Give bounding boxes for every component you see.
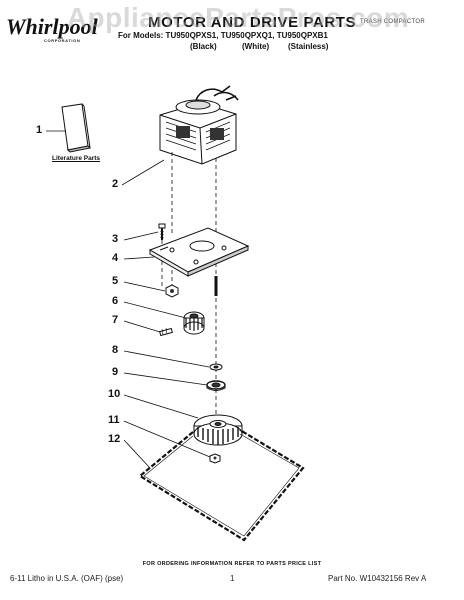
callout-11: 11 bbox=[108, 414, 120, 426]
callout-12: 12 bbox=[108, 433, 121, 445]
callout-8: 8 bbox=[112, 344, 119, 356]
page-title: MOTOR AND DRIVE PARTS bbox=[148, 14, 357, 31]
page-number: 1 bbox=[230, 574, 235, 583]
callout-9: 9 bbox=[112, 366, 119, 378]
callout-5: 5 bbox=[112, 275, 119, 287]
mounting-plate-part bbox=[148, 227, 250, 277]
finish-black: (Black) bbox=[190, 42, 217, 51]
motor-part bbox=[159, 85, 239, 165]
set-screw-part bbox=[159, 327, 173, 337]
drive-gear-part bbox=[183, 311, 205, 335]
model-list: For Models: TU950QPXS1, TU950QPXQ1, TU95… bbox=[118, 31, 328, 40]
part-number: Part No. W10432156 Rev A bbox=[328, 574, 427, 583]
callout-1: 1 bbox=[36, 124, 43, 136]
washer-part bbox=[209, 363, 223, 371]
callout-10: 10 bbox=[108, 388, 121, 400]
logo-subtitle: CORPORATION bbox=[44, 38, 81, 43]
callout-6: 6 bbox=[112, 295, 119, 307]
literature-parts-icon bbox=[61, 103, 92, 153]
drive-chain-part bbox=[138, 429, 305, 542]
screw-part bbox=[158, 223, 166, 240]
whirlpool-logo: Whirlpool bbox=[6, 14, 98, 39]
callout-2: 2 bbox=[112, 178, 119, 190]
nut-part bbox=[165, 284, 179, 298]
literature-parts-label: Literature Parts bbox=[52, 155, 101, 162]
callout-4: 4 bbox=[112, 252, 119, 264]
litho-info: 6-11 Litho in U.S.A. (OAF) (pse) bbox=[10, 574, 124, 583]
bearing-part bbox=[206, 380, 226, 391]
callout-7: 7 bbox=[112, 314, 119, 326]
finish-stainless: (Stainless) bbox=[288, 42, 329, 51]
ordering-note: FOR ORDERING INFORMATION REFER TO PARTS … bbox=[142, 561, 322, 567]
large-gear-part bbox=[193, 414, 243, 446]
callout-3: 3 bbox=[112, 233, 119, 245]
hex-nut-part bbox=[209, 453, 221, 464]
finish-white: (White) bbox=[242, 42, 270, 51]
product-category: TRASH COMPACTOR bbox=[360, 19, 425, 25]
